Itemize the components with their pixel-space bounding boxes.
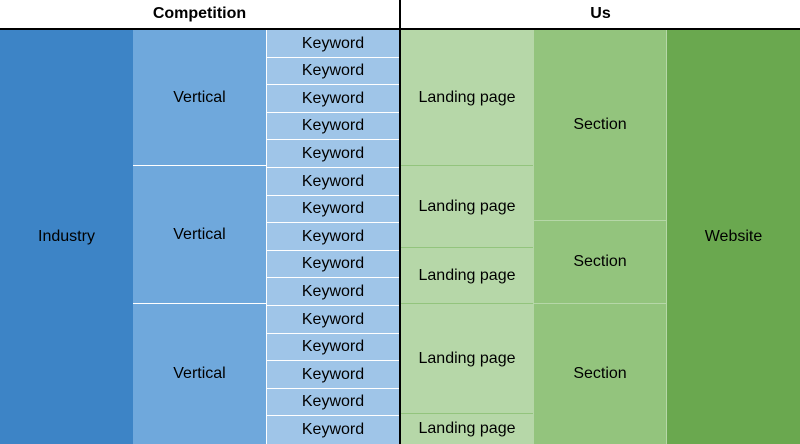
- industry-cell: Industry: [0, 30, 133, 444]
- landing-page-cell: Landing page: [401, 248, 533, 304]
- keyword-cell: Keyword: [266, 251, 399, 278]
- section-cell: Section: [533, 30, 666, 221]
- vertical-cell: Vertical: [133, 304, 266, 444]
- keyword-cell: Keyword: [266, 361, 399, 389]
- vertical-cell: Vertical: [133, 166, 266, 304]
- landing-page-cell: Landing page: [401, 414, 533, 444]
- keyword-cell: Keyword: [266, 85, 399, 113]
- landing-page-cell: Landing page: [401, 304, 533, 414]
- competition-header: Competition: [0, 0, 399, 30]
- keyword-cell: Keyword: [266, 389, 399, 416]
- section-cell: Section: [533, 304, 666, 444]
- keyword-cell: Keyword: [266, 223, 399, 251]
- keyword-cell: Keyword: [266, 58, 399, 85]
- keyword-cell: Keyword: [266, 140, 399, 168]
- section-cell: Section: [533, 221, 666, 304]
- keyword-cell: Keyword: [266, 306, 399, 334]
- keyword-cell: Keyword: [266, 196, 399, 223]
- keyword-cell: Keyword: [266, 168, 399, 196]
- us-header: Us: [401, 0, 800, 30]
- keyword-cell: Keyword: [266, 416, 399, 444]
- website-cell: Website: [666, 30, 800, 444]
- keyword-cell: Keyword: [266, 278, 399, 306]
- keyword-cell: Keyword: [266, 30, 399, 58]
- landing-page-cell: Landing page: [401, 30, 533, 166]
- landing-page-cell: Landing page: [401, 166, 533, 248]
- keyword-cell: Keyword: [266, 334, 399, 361]
- keyword-cell: Keyword: [266, 113, 399, 140]
- vertical-cell: Vertical: [133, 30, 266, 166]
- column-divider: [399, 0, 401, 444]
